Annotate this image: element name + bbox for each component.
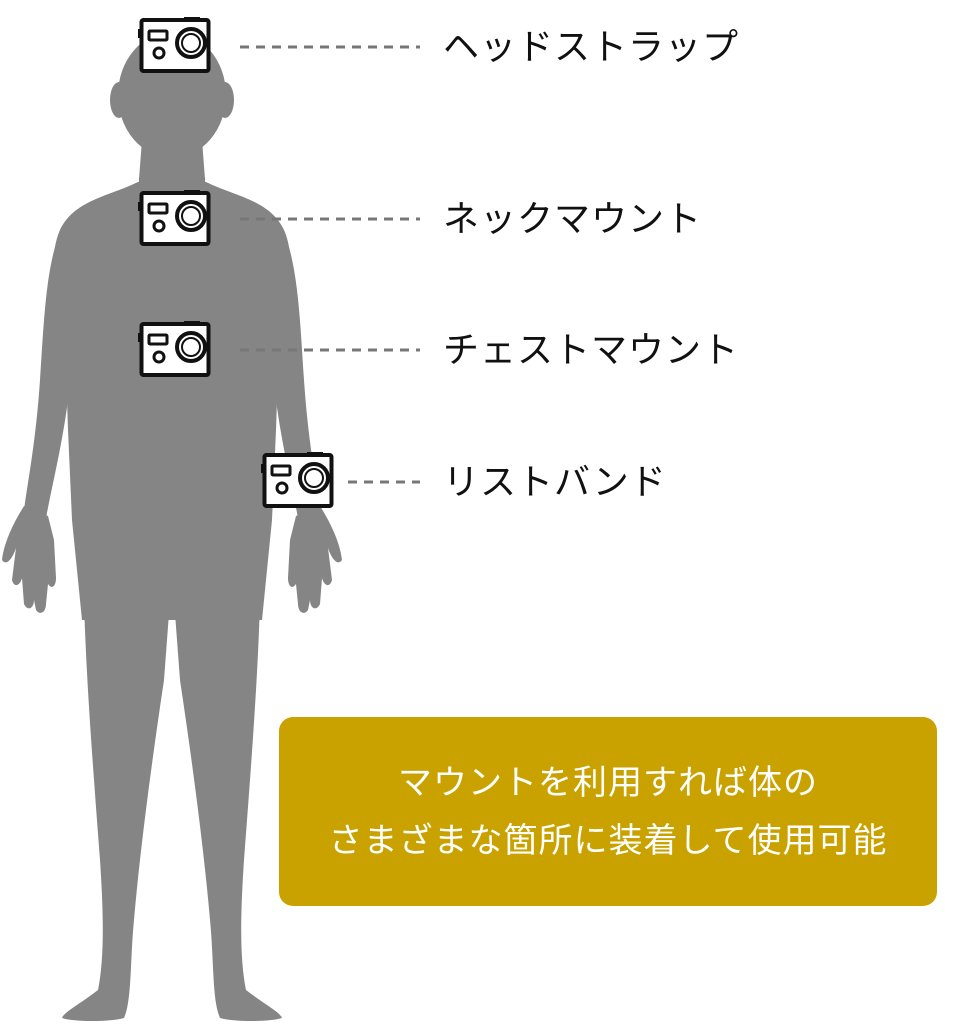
mount-label-head: ヘッドストラップ: [443, 27, 740, 68]
mount-label-neck: ネックマウント: [443, 199, 703, 240]
human-silhouette-icon: [2, 32, 342, 1021]
action-camera-icon-neck: [136, 188, 211, 246]
leader-lines: [240, 45, 420, 484]
action-camera-icon-wrist: [259, 450, 334, 508]
action-camera-icon-head: [136, 15, 211, 73]
action-camera-icon-chest: [136, 319, 211, 377]
callout-box: マウントを利用すれば体の さまざまな箇所に装着して使用可能: [279, 717, 937, 906]
callout-line-1: マウントを利用すれば体の: [398, 762, 818, 803]
mount-label-chest: チェストマウント: [443, 330, 740, 371]
callout-line-2: さまざまな箇所に装着して使用可能: [328, 820, 888, 861]
mount-label-wrist: リストバンド: [443, 462, 667, 503]
